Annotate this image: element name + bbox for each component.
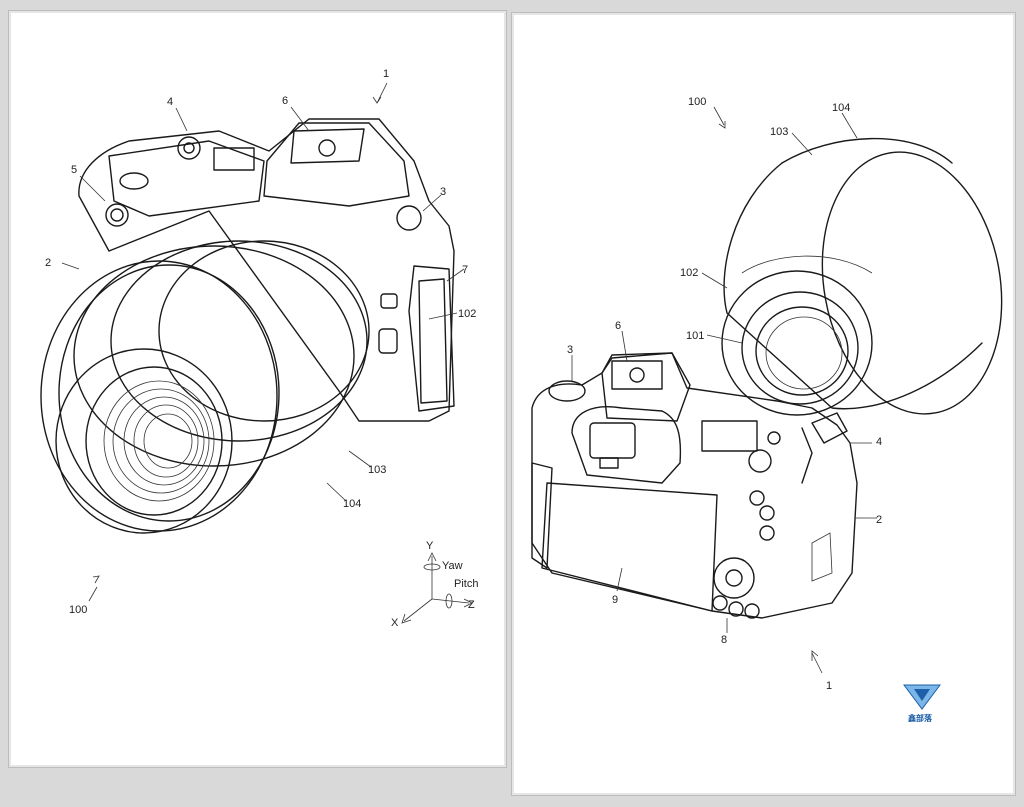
watermark-text: 鑫部落: [907, 713, 933, 723]
viewfinder-hump: [263, 122, 410, 207]
camera-rear-body: [531, 352, 858, 619]
top-lcd: [213, 147, 255, 171]
rear-ref-100: 100: [688, 96, 706, 108]
hot-shoe: [290, 128, 365, 164]
ref-5: 5: [71, 164, 77, 176]
camera-front-drawing: 1 4 6 5 2 3 7 102 103 104 100 Y Yaw Pitc…: [40, 68, 478, 629]
lens-front-ring: [40, 260, 278, 532]
patent-figure-rear: 100 104 103 102 101 6 3 4 2 9 8 1 鑫部落: [511, 12, 1016, 796]
rear-lcd-screen: [541, 482, 718, 612]
eyecup: [571, 406, 682, 484]
ref-103: 103: [368, 464, 386, 476]
side-grille: [811, 532, 833, 582]
lens-barrel: [73, 245, 355, 467]
ref-6: 6: [282, 95, 288, 107]
ref-102: 102: [458, 308, 476, 320]
ref-7: 7: [462, 264, 468, 276]
axis-y: Y: [426, 540, 434, 552]
shutter-button: [396, 205, 422, 231]
rear-ref-102: 102: [680, 267, 698, 279]
side-button: [380, 293, 398, 309]
rear-ref-3: 3: [567, 344, 573, 356]
rear-top-lcd: [701, 420, 758, 452]
patent-figure-front: 1 4 6 5 2 3 7 102 103 104 100 Y Yaw Pitc…: [8, 10, 507, 768]
axis-z: Z: [468, 599, 475, 611]
ref-1: 1: [383, 68, 389, 80]
multi-controller: [713, 557, 755, 599]
rear-viewfinder-hump: [601, 352, 691, 422]
watermark-logo: 鑫部落: [903, 684, 941, 723]
rear-mode-dial: [548, 380, 586, 402]
rear-ref-8: 8: [721, 634, 727, 646]
rear-ref-1: 1: [826, 680, 832, 692]
grip: [408, 265, 455, 412]
rear-ref-2: 2: [876, 514, 882, 526]
rear-dial: [748, 449, 772, 473]
camera-body-outline: [78, 118, 455, 422]
lens-mount: [721, 270, 873, 416]
ref-100: 100: [69, 604, 87, 616]
mount-contacts: [755, 306, 849, 396]
rear-ref-103: 103: [770, 126, 788, 138]
ref-3: 3: [440, 186, 446, 198]
ref-2: 2: [45, 257, 51, 269]
lens-barrel-side: [723, 162, 983, 410]
axis-pitch: Pitch: [454, 578, 478, 590]
rear-ref-101: 101: [686, 330, 704, 342]
rear-shutter-area: [811, 412, 848, 444]
camera-rear-drawing: 100 104 103 102 101 6 3 4 2 9 8 1 鑫部落: [531, 96, 1003, 723]
front-button: [105, 203, 129, 227]
front-dial: [119, 172, 149, 190]
front-element: [85, 366, 223, 516]
ref-4: 4: [167, 96, 173, 108]
axis-x: X: [391, 617, 399, 629]
rear-ref-4: 4: [876, 436, 882, 448]
rear-ref-9: 9: [612, 594, 618, 606]
axis-yaw: Yaw: [442, 560, 463, 572]
rear-hot-shoe: [611, 360, 663, 390]
top-plate: [108, 140, 265, 217]
lens-rear: [158, 240, 370, 422]
rear-ref-104: 104: [832, 102, 850, 114]
rear-ref-6: 6: [615, 320, 621, 332]
mode-dial: [177, 136, 201, 160]
ref-104: 104: [343, 498, 361, 510]
lens-outer: [821, 151, 1003, 415]
